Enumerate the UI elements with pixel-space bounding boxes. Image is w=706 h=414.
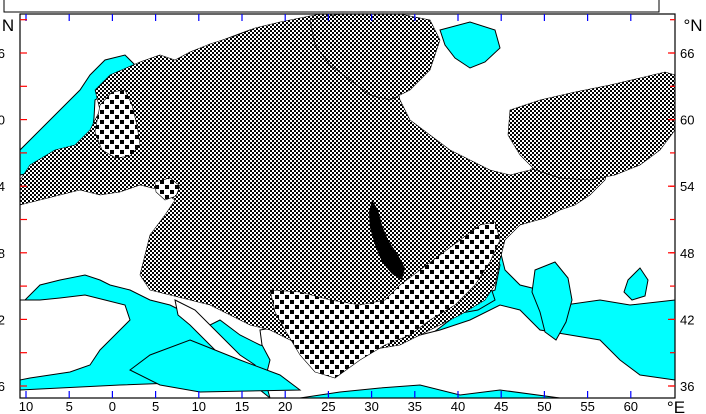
lat-tick-label-left: 6: [0, 379, 5, 394]
lon-tick-label: 60: [624, 399, 638, 414]
lat-tick-label-right: 66: [680, 46, 694, 61]
sea-white: [439, 21, 501, 69]
lat-tick-label-right: 42: [680, 312, 694, 327]
lat-tick-label-right: 54: [680, 179, 694, 194]
lon-tick-label: 15: [235, 399, 249, 414]
lat-tick-label-right: 48: [680, 246, 694, 261]
range-coarse-britain: [94, 89, 141, 159]
range-coarse-south: [269, 221, 501, 379]
legend-box: [3, 0, 660, 13]
lon-tick-label: 10: [192, 399, 206, 414]
range-core: [369, 200, 405, 280]
range-coarse-france: [154, 177, 181, 201]
lon-tick-label: 25: [321, 399, 335, 414]
range-fine-pattern-east: [507, 71, 675, 181]
lon-tick-label: 5: [66, 399, 73, 414]
lon-tick-label: 40: [451, 399, 465, 414]
lat-tick-label-left: 0: [0, 113, 5, 128]
lon-tick-label: 0: [109, 399, 116, 414]
lat-tick-label-left: 8: [0, 246, 5, 261]
lon-tick-label: 10: [19, 399, 33, 414]
sea-caspian: [531, 261, 573, 341]
lon-tick-label: 30: [364, 399, 378, 414]
lat-tick-label-left: 6: [0, 46, 5, 61]
lat-tick-label-left: 2: [0, 312, 5, 327]
lon-tick-label: 35: [408, 399, 422, 414]
lon-tick-label: 55: [580, 399, 594, 414]
lat-unit-label-right: °N: [683, 16, 702, 35]
lon-tick-label: 45: [494, 399, 508, 414]
lon-tick-label: 5: [152, 399, 159, 414]
axis-ticks: [20, 14, 675, 398]
lon-unit-label: °E: [667, 398, 685, 414]
lat-tick-label-right: 60: [680, 113, 694, 128]
sea-aral: [623, 267, 649, 301]
map-frame: [19, 13, 676, 399]
lat-unit-label-left: N: [2, 16, 14, 35]
lon-tick-label: 50: [537, 399, 551, 414]
land-iberia: [20, 294, 131, 381]
sea-mediterranean-east: [129, 339, 302, 393]
range-fine-pattern-north: [309, 14, 441, 101]
lat-tick-label-right: 36: [680, 379, 694, 394]
lat-tick-label-left: 4: [0, 179, 5, 194]
lon-tick-label: 20: [278, 399, 292, 414]
